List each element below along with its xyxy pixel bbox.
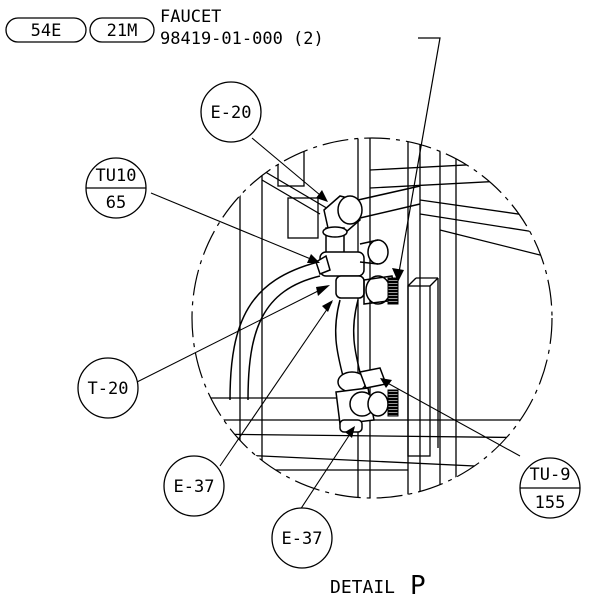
svg-text:E-37: E-37 [174, 477, 215, 497]
faucet-leader-arrow [392, 268, 404, 282]
badge-54e: 54E [5, 17, 87, 43]
svg-text:E-37: E-37 [282, 529, 323, 549]
svg-text:T-20: T-20 [88, 379, 129, 399]
faucet-valve-upper [387, 277, 399, 305]
svg-text:155: 155 [535, 493, 566, 513]
faucet-valve-lower [387, 389, 399, 417]
svg-text:TU-9: TU-9 [530, 465, 571, 485]
detail-letter: P [410, 571, 426, 601]
part-name: FAUCET [160, 7, 221, 27]
part-number: 98419-01-000 (2) [160, 29, 324, 49]
detail-label: DETAIL [330, 577, 395, 598]
detail-circle [191, 137, 553, 499]
svg-text:65: 65 [106, 193, 126, 213]
callout-t-20: T-20 [77, 357, 139, 419]
leader-arrowheads [307, 190, 392, 438]
svg-text:TU10: TU10 [96, 166, 137, 186]
svg-text:54E: 54E [31, 21, 62, 41]
svg-text:E-20: E-20 [211, 103, 252, 123]
cabinet-structure [192, 138, 552, 498]
callout-e-37-b: E-37 [271, 507, 333, 569]
faucet-leader [397, 37, 441, 279]
svg-text:21M: 21M [107, 21, 138, 41]
callout-e-20: E-20 [200, 81, 262, 143]
badge-21m: 21M [89, 17, 155, 43]
faucet-plumbing [229, 185, 421, 433]
callout-tu10-65: TU10 65 [85, 157, 147, 219]
callout-e-37-a: E-37 [163, 455, 225, 517]
callout-tu9-155: TU-9 155 [519, 457, 581, 519]
leader-lines [134, 137, 521, 511]
